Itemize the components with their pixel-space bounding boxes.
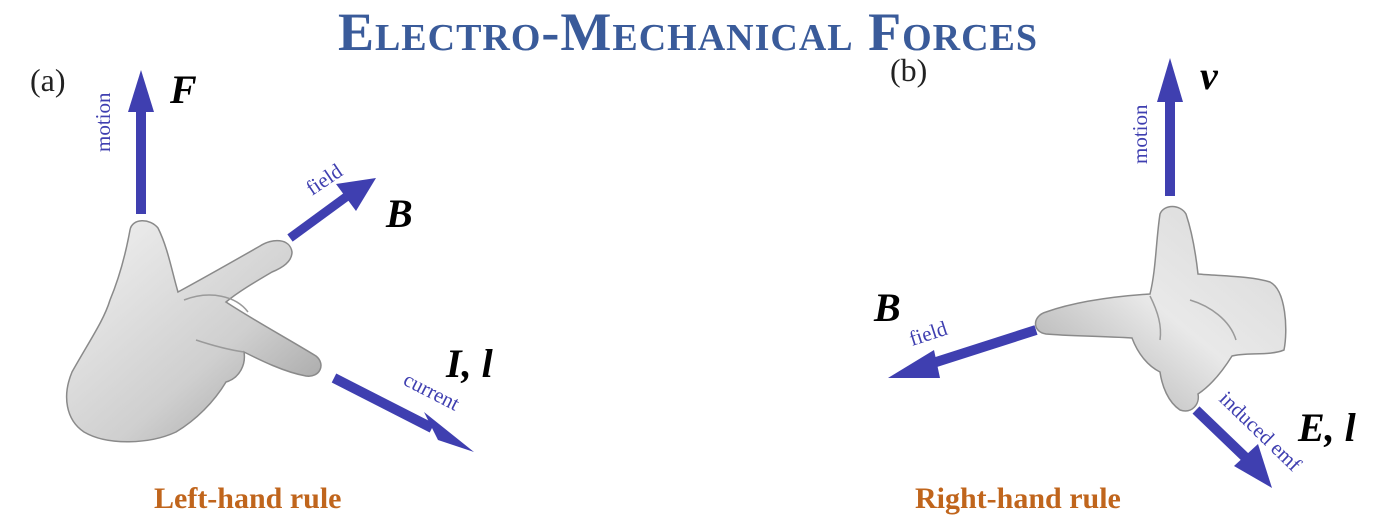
left-field-label: field: [301, 158, 347, 200]
left-motion-arrow: [128, 70, 154, 214]
right-field-arrow: [888, 325, 1038, 378]
left-hand-illustration: [65, 220, 322, 443]
right-field-label: field: [906, 316, 950, 351]
right-hand-rule-caption: Right-hand rule: [915, 482, 1121, 515]
page-title: Electro-Mechanical Forces: [337, 2, 1039, 62]
panel-label-a: (a): [30, 62, 66, 98]
right-emf-arrow: [1192, 406, 1272, 488]
right-hand-illustration: [1034, 205, 1287, 412]
right-motion-arrow: [1157, 58, 1183, 196]
left-field-symbol: B: [386, 191, 413, 236]
right-motion-label: motion: [1128, 104, 1152, 164]
left-hand-rule-caption: Left-hand rule: [154, 482, 342, 515]
left-current-arrow: [331, 373, 474, 452]
left-motion-label: motion: [91, 92, 115, 152]
left-field-arrow: [287, 178, 376, 242]
left-current-symbol: I, l: [446, 341, 493, 386]
right-velocity-symbol: v: [1200, 53, 1218, 98]
panel-label-b: (b): [890, 52, 928, 88]
left-force-symbol: F: [170, 67, 197, 112]
right-field-symbol: B: [874, 285, 901, 330]
right-emf-symbol: E, l: [1298, 405, 1356, 450]
